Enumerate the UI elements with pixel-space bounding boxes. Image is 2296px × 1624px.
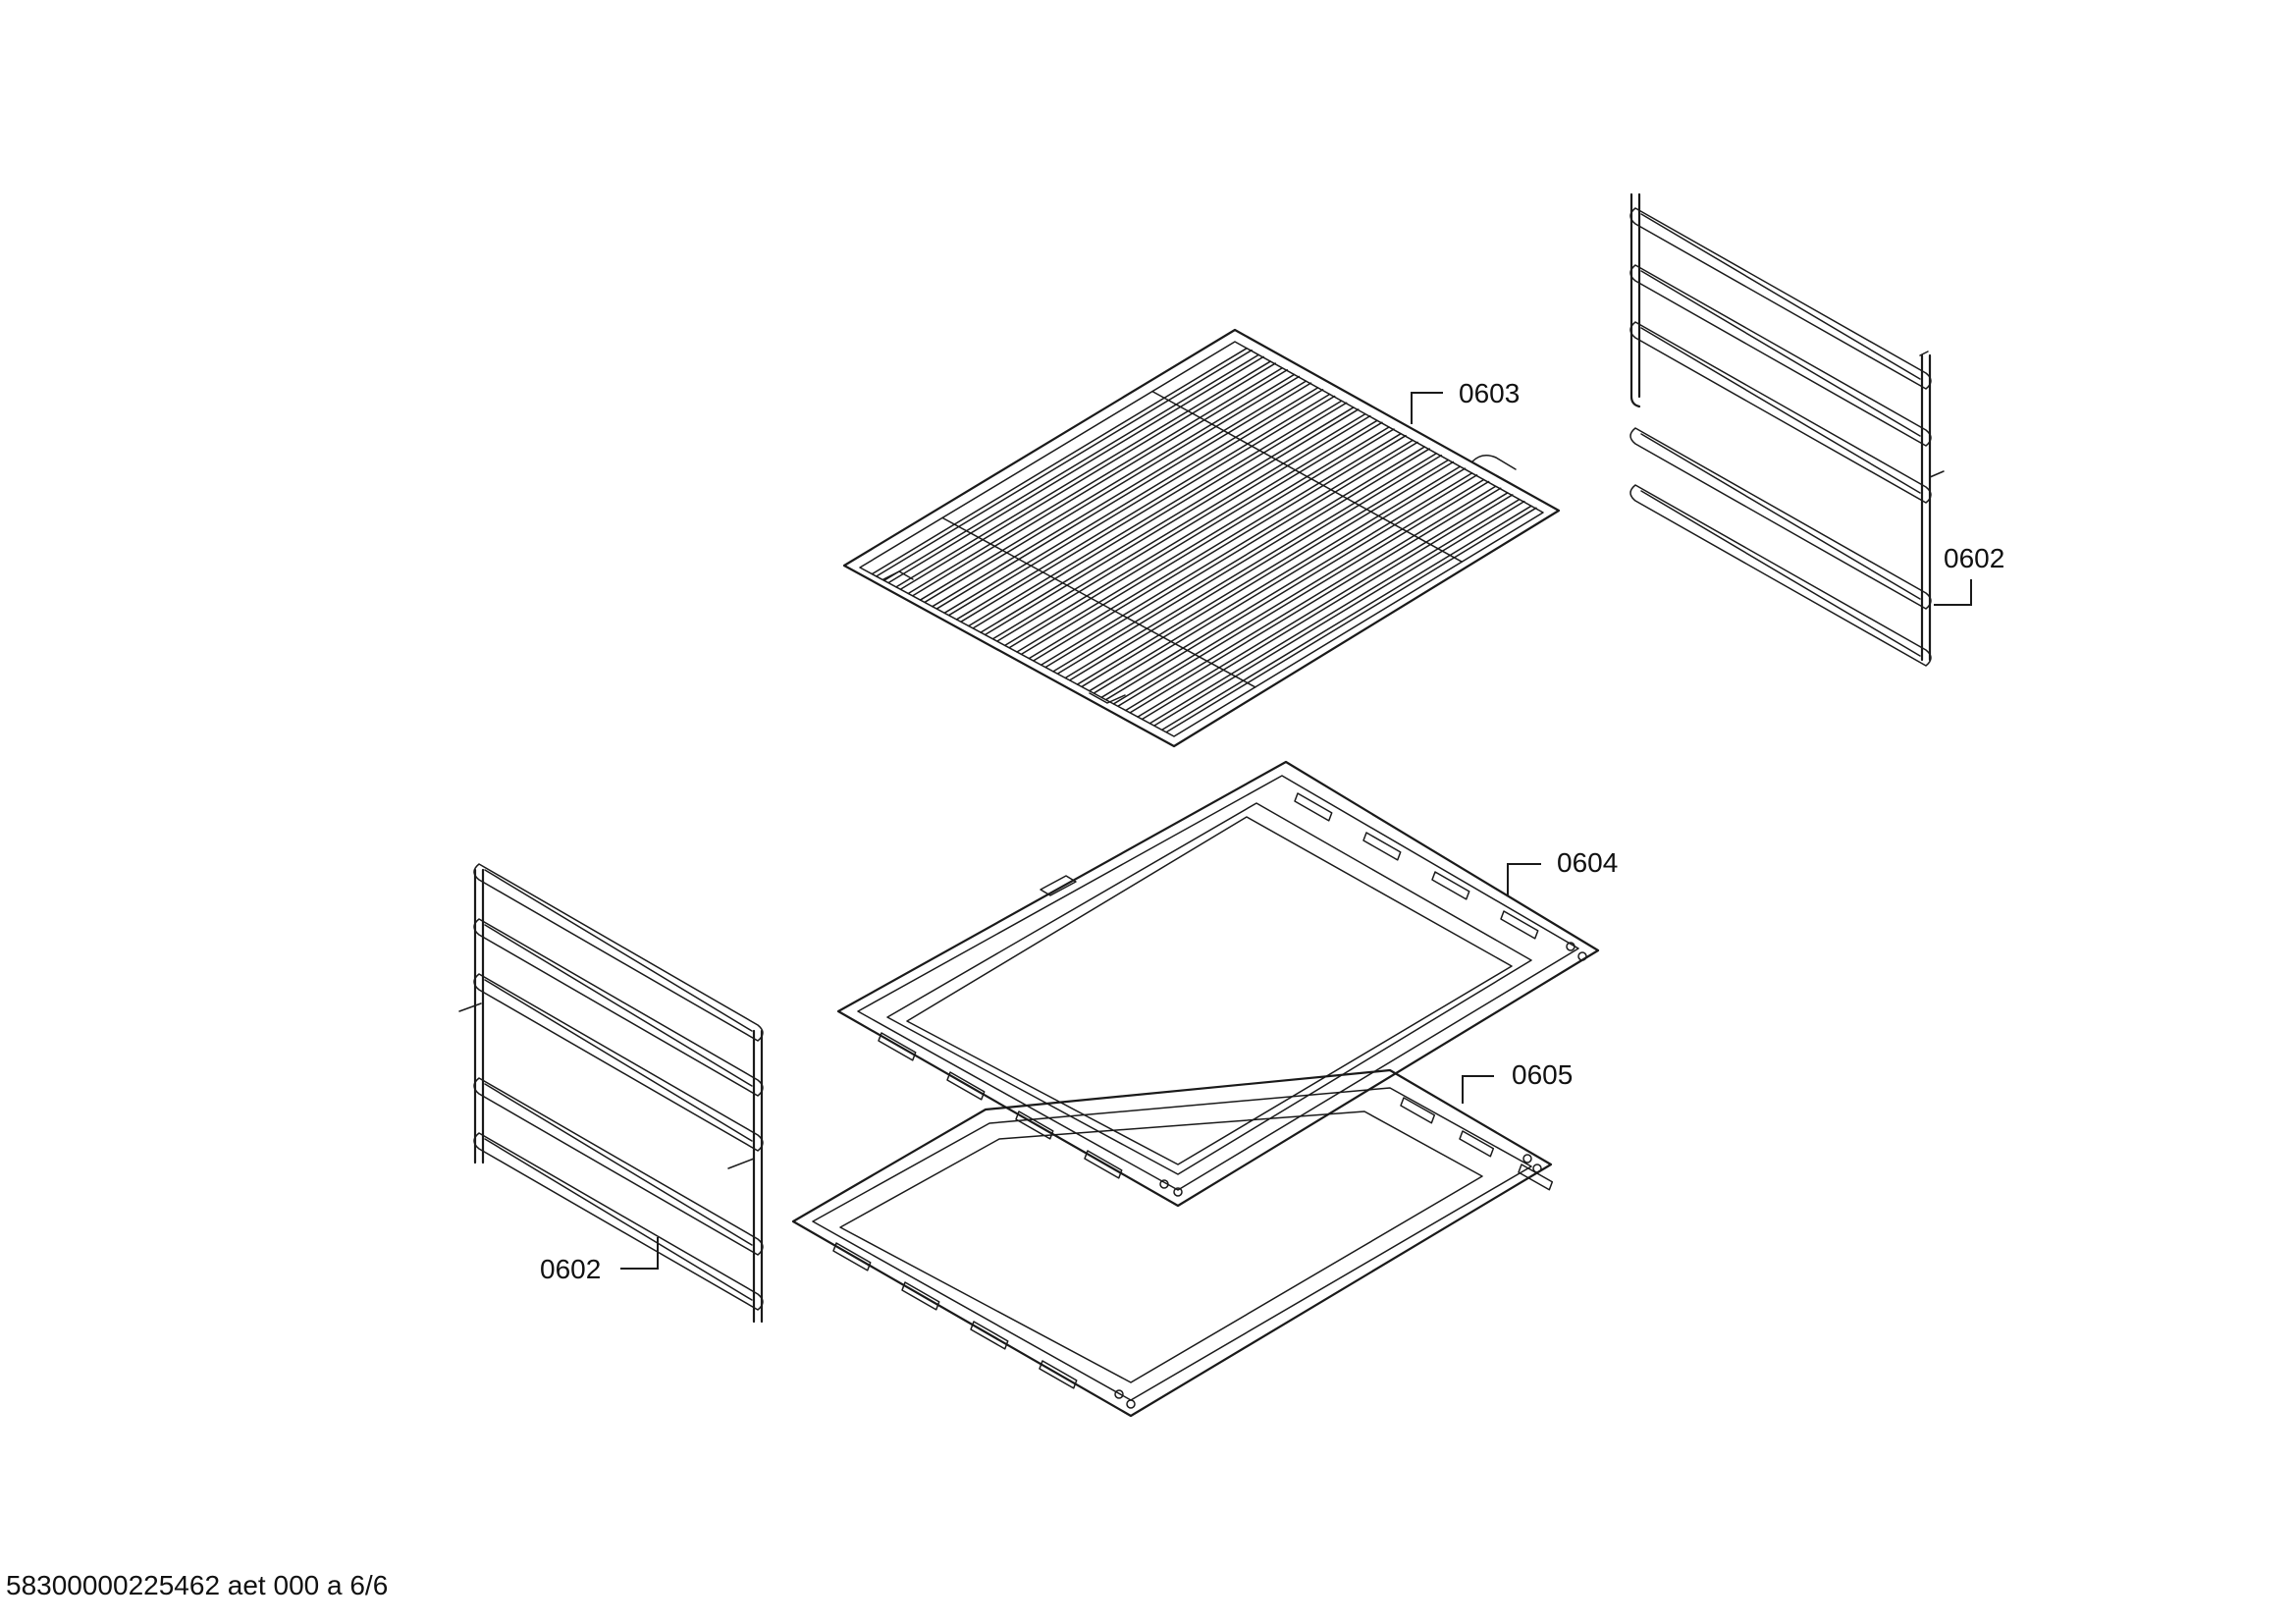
shelf-support-right-rails [1629,207,1932,667]
deep-tray-part[interactable] [791,1068,1554,1418]
baking-tray-leader [1507,863,1541,895]
shelf-support-left-part[interactable] [458,863,764,1324]
baking-tray-part[interactable] [836,760,1600,1208]
part-label-0602-right: 0602 [1944,543,2004,573]
part-label-0604: 0604 [1557,847,1618,878]
deep-tray-slots [832,1097,1554,1389]
part-label-0603: 0603 [1459,378,1520,408]
part-label-0605: 0605 [1512,1059,1573,1090]
deep-tray-leader [1462,1075,1494,1104]
wire-rack-leader [1411,392,1443,424]
part-label-0602-left: 0602 [540,1254,601,1284]
shelf-support-right-leader [1934,579,1972,606]
wire-rack-part[interactable] [842,328,1561,748]
shelf-support-right-part[interactable] [1629,192,1945,667]
baking-tray-slots [878,792,1539,1179]
document-code: 58300000225462 aet 000 a 6/6 [6,1570,389,1600]
shelf-support-left-leader [620,1237,659,1270]
rack-grid-bars [871,347,1537,733]
shelf-support-left-rails [473,863,764,1311]
